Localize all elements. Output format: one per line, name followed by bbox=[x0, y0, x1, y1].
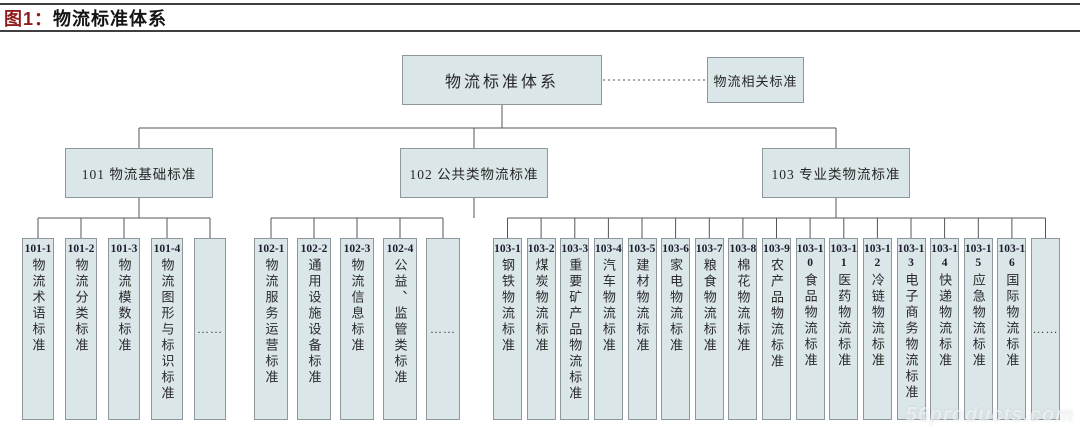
figure-title: 图1：物流标准体系 bbox=[4, 5, 167, 31]
leaf-node-103-3: 103-3 重要矿产品物流标准 bbox=[560, 238, 590, 420]
leaf-name: 粮食物流标准 bbox=[701, 258, 717, 355]
root-node-logistics-standard-system: 物流标准体系 bbox=[402, 55, 602, 105]
leaf-code: 103-15 bbox=[964, 243, 992, 270]
leaf-node-101-1: 101-1 物流术语标准 bbox=[22, 238, 54, 420]
leaf-node-102-2: 102-2 通用设施设备标准 bbox=[297, 238, 331, 420]
leaf-name: 汽车物流标准 bbox=[600, 258, 616, 355]
leaf-name: 公益、监管类标准 bbox=[392, 258, 408, 387]
leaf-code: 101-4 bbox=[153, 243, 181, 255]
leaf-name: 通用设施设备标准 bbox=[306, 258, 322, 387]
leaf-node-103-11: 103-11 医药物流标准 bbox=[829, 238, 859, 420]
leaf-code: 103-6 bbox=[662, 243, 690, 255]
leaf-node-101-4: 101-4 物流图形与标识标准 bbox=[151, 238, 183, 420]
leaf-node-101-2: 101-2 物流分类标准 bbox=[65, 238, 97, 420]
leaf-node-103-9: 103-9 农产品物流标准 bbox=[762, 238, 791, 420]
leaf-name: 食品物流标准 bbox=[802, 272, 818, 369]
leaf-code: 103-1 bbox=[494, 243, 521, 255]
leaf-ellipsis-node: …… bbox=[194, 238, 226, 420]
leaf-ellipsis-node: …… bbox=[1031, 238, 1060, 420]
leaf-name: 物流信息标准 bbox=[349, 258, 365, 355]
ellipsis-dots: …… bbox=[197, 321, 223, 336]
leaf-name: 物流模数标准 bbox=[116, 258, 132, 355]
leaf-name: 钢铁物流标准 bbox=[500, 258, 515, 355]
leaf-node-101-3: 101-3 物流模数标准 bbox=[108, 238, 140, 420]
leaf-node-103-6: 103-6 家电物流标准 bbox=[661, 238, 691, 420]
leaf-group-103: 103-1 钢铁物流标准 103-2 煤炭物流标准 103-3 重要矿产品物流标… bbox=[493, 238, 1060, 420]
leaf-code: 103-12 bbox=[863, 243, 891, 270]
leaf-ellipsis-node: …… bbox=[426, 238, 460, 420]
leaf-name: 棉花物流标准 bbox=[735, 258, 751, 355]
leaf-node-103-10: 103-10 食品物流标准 bbox=[795, 238, 825, 420]
leaf-node-103-5: 103-5 建材物流标准 bbox=[627, 238, 657, 420]
leaf-node-103-4: 103-4 汽车物流标准 bbox=[593, 238, 623, 420]
leaf-name: 物流图形与标识标准 bbox=[159, 258, 175, 403]
leaf-name: 建材物流标准 bbox=[634, 258, 650, 355]
leaf-name: 家电物流标准 bbox=[668, 258, 684, 355]
leaf-code: 101-2 bbox=[67, 243, 95, 255]
category-node-101-basic-standards: 101 物流基础标准 bbox=[65, 148, 213, 198]
leaf-name: 农产品物流标准 bbox=[769, 258, 784, 371]
category-node-102-public-standards: 102 公共类物流标准 bbox=[400, 148, 548, 198]
leaf-group-102: 102-1 物流服务运营标准 102-2 通用设施设备标准 102-3 物流信息… bbox=[254, 238, 460, 420]
leaf-name: 物流分类标准 bbox=[73, 258, 89, 355]
leaf-node-103-14: 103-14 快递物流标准 bbox=[930, 238, 960, 420]
leaf-code: 101-3 bbox=[110, 243, 138, 255]
leaf-node-103-16: 103-16 国际物流标准 bbox=[997, 238, 1027, 420]
leaf-node-103-15: 103-15 应急物流标准 bbox=[963, 238, 993, 420]
leaf-code: 103-9 bbox=[763, 243, 790, 255]
leaf-code: 102-1 bbox=[257, 243, 285, 255]
leaf-name: 电子商务物流标准 bbox=[903, 272, 919, 401]
leaf-node-103-2: 103-2 煤炭物流标准 bbox=[526, 238, 556, 420]
leaf-code: 103-11 bbox=[830, 243, 858, 270]
leaf-node-103-7: 103-7 粮食物流标准 bbox=[694, 238, 724, 420]
leaf-name: 冷链物流标准 bbox=[869, 272, 885, 369]
leaf-name: 应急物流标准 bbox=[970, 272, 986, 369]
leaf-name: 国际物流标准 bbox=[1004, 272, 1020, 369]
figure-title-text: 物流标准体系 bbox=[53, 9, 168, 29]
figure-number-label: 图1： bbox=[4, 9, 54, 29]
leaf-name: 物流术语标准 bbox=[30, 258, 46, 355]
leaf-code: 103-3 bbox=[561, 243, 589, 255]
leaf-code: 103-5 bbox=[628, 243, 656, 255]
leaf-code: 101-1 bbox=[24, 243, 52, 255]
leaf-node-102-4: 102-4 公益、监管类标准 bbox=[383, 238, 417, 420]
leaf-code: 103-8 bbox=[729, 243, 757, 255]
leaf-node-103-12: 103-12 冷链物流标准 bbox=[862, 238, 892, 420]
leaf-name: 物流服务运营标准 bbox=[263, 258, 279, 387]
leaf-code: 102-4 bbox=[386, 243, 414, 255]
leaf-code: 103-14 bbox=[931, 243, 959, 270]
leaf-code: 103-7 bbox=[695, 243, 723, 255]
ellipsis-dots: …… bbox=[1032, 321, 1059, 336]
leaf-code: 102-2 bbox=[300, 243, 328, 255]
leaf-name: 重要矿产品物流标准 bbox=[567, 258, 583, 403]
ellipsis-dots: …… bbox=[430, 321, 456, 336]
related-standards-node: 物流相关标准 bbox=[707, 57, 804, 103]
leaf-name: 快递物流标准 bbox=[937, 272, 953, 369]
leaf-code: 103-13 bbox=[897, 243, 925, 270]
leaf-node-102-3: 102-3 物流信息标准 bbox=[340, 238, 374, 420]
leaf-node-103-8: 103-8 棉花物流标准 bbox=[728, 238, 758, 420]
leaf-code: 102-3 bbox=[343, 243, 371, 255]
leaf-code: 103-2 bbox=[527, 243, 555, 255]
leaf-group-101: 101-1 物流术语标准 101-2 物流分类标准 101-3 物流模数标准 1… bbox=[22, 238, 226, 420]
leaf-name: 医药物流标准 bbox=[836, 272, 852, 369]
leaf-node-103-13: 103-13 电子商务物流标准 bbox=[896, 238, 926, 420]
leaf-code: 103-16 bbox=[998, 243, 1026, 270]
leaf-name: 煤炭物流标准 bbox=[533, 258, 549, 355]
title-underline-rule bbox=[0, 30, 1080, 32]
leaf-code: 103-10 bbox=[796, 243, 824, 270]
leaf-node-103-1: 103-1 钢铁物流标准 bbox=[493, 238, 522, 420]
top-rule bbox=[0, 3, 1080, 5]
leaf-code: 103-4 bbox=[594, 243, 622, 255]
category-node-103-specialized-standards: 103 专业类物流标准 bbox=[762, 148, 910, 198]
leaf-node-102-1: 102-1 物流服务运营标准 bbox=[254, 238, 288, 420]
